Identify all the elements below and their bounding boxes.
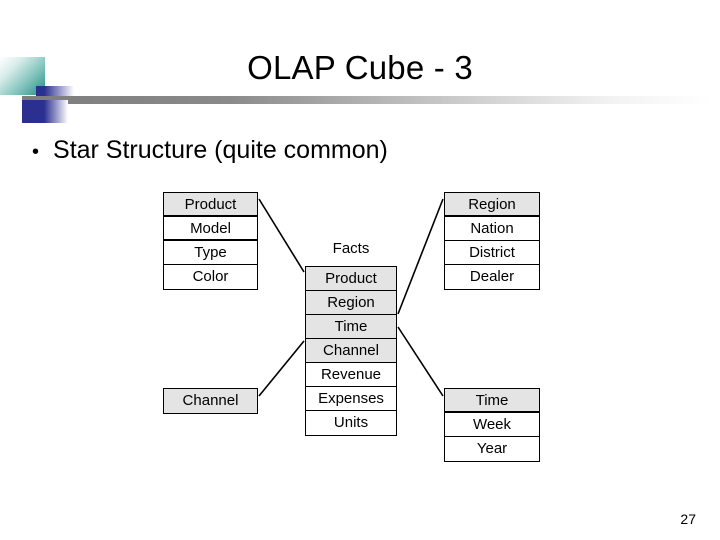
time-dimension-table: Time Week Year: [444, 388, 540, 462]
fact-table-units: Units: [306, 411, 396, 435]
fact-table: Product Region Time Channel Revenue Expe…: [305, 266, 397, 436]
fact-table-caption: Facts: [332, 240, 370, 257]
table-row: District: [445, 241, 539, 265]
table-row: Year: [445, 437, 539, 461]
table-row: Time: [445, 389, 539, 413]
bullet-item: • Star Structure (quite common): [32, 133, 388, 169]
slide-header-decoration: [0, 0, 720, 125]
table-row: Nation: [445, 217, 539, 241]
bullet-text: Star Structure (quite common): [53, 136, 388, 164]
channel-dimension-table: Channel: [163, 388, 258, 414]
table-row: Type: [164, 241, 257, 265]
fact-table-revenue: Revenue: [306, 363, 396, 387]
table-row: Week: [445, 413, 539, 437]
table-row: Model: [164, 217, 257, 241]
fact-table-expenses: Expenses: [306, 387, 396, 411]
connector-product-to-facts: [258, 198, 305, 273]
fact-table-region: Region: [306, 291, 396, 315]
fact-table-channel: Channel: [306, 339, 396, 363]
blue-gradient-block: [22, 100, 68, 123]
connector-time-to-facts: [397, 326, 444, 397]
table-row: Color: [164, 265, 257, 289]
fact-table-time: Time: [306, 315, 396, 339]
table-row: Dealer: [445, 265, 539, 289]
table-row: Channel: [164, 389, 257, 413]
bullet-marker-icon: •: [32, 141, 40, 163]
table-row: Product: [164, 193, 257, 217]
fact-table-product: Product: [306, 267, 396, 291]
page-number: 27: [680, 511, 696, 527]
connector-channel-to-facts: [258, 340, 305, 397]
header-rule-bar: [22, 96, 712, 104]
connector-region-to-facts: [397, 198, 444, 315]
region-dimension-table: Region Nation District Dealer: [444, 192, 540, 290]
table-row: Region: [445, 193, 539, 217]
page-title: OLAP Cube - 3: [247, 49, 473, 86]
product-dimension-table: Product Model Type Color: [163, 192, 258, 290]
